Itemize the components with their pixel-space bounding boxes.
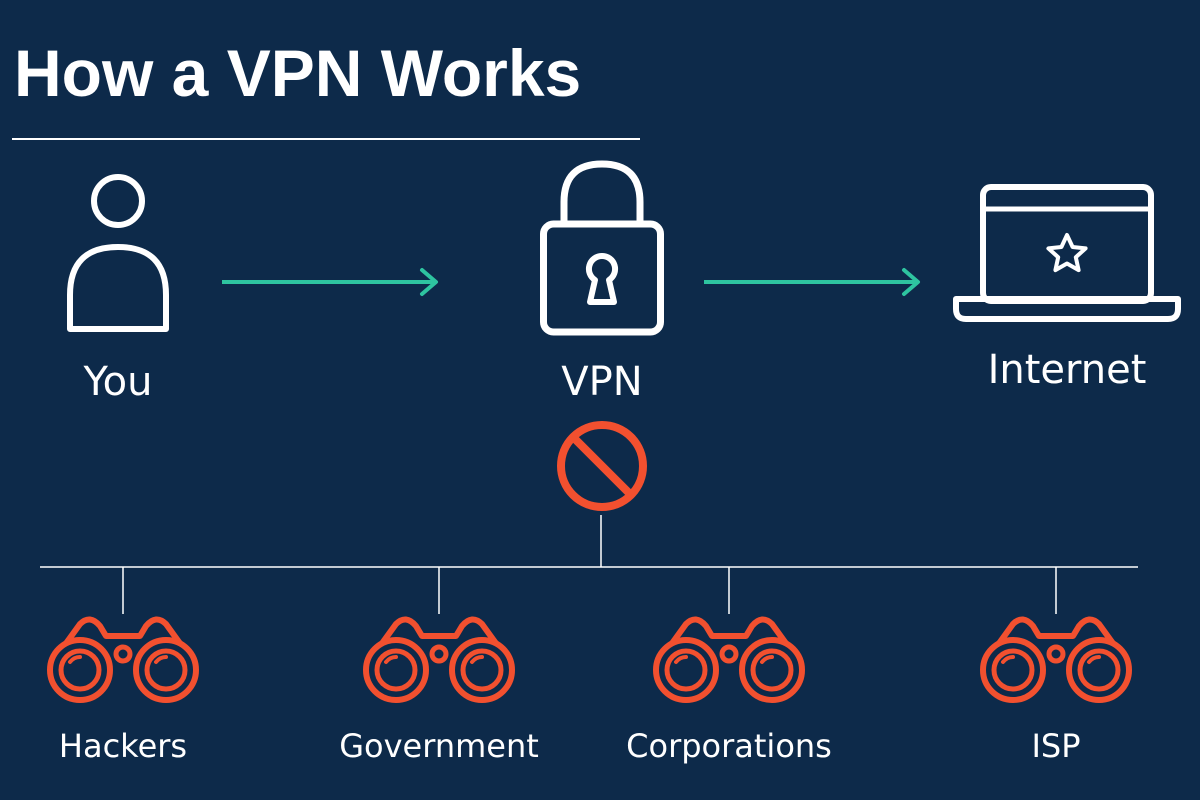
prohibited-icon <box>557 421 647 511</box>
star-icon <box>1046 233 1088 273</box>
page-title: How a VPN Works <box>14 36 582 110</box>
observer-label-hackers: Hackers <box>58 727 188 765</box>
binoculars-icon <box>653 616 805 703</box>
binoculars-icon <box>363 616 515 703</box>
vpn-label: VPN <box>561 359 643 405</box>
internet-label: Internet <box>987 347 1147 393</box>
observer-label-corporations: Corporations <box>626 727 832 765</box>
arrow-you-to-vpn <box>222 268 438 296</box>
observer-label-government: Government <box>339 727 539 765</box>
you-label: You <box>83 359 153 405</box>
laptop-icon <box>953 184 1181 322</box>
person-icon <box>67 174 169 332</box>
lock-icon <box>540 160 664 336</box>
title-divider <box>12 138 640 140</box>
observer-label-isp: ISP <box>1031 727 1081 765</box>
arrow-vpn-to-internet <box>704 268 920 296</box>
binoculars-icon <box>47 616 199 703</box>
binoculars-icon <box>980 616 1132 703</box>
